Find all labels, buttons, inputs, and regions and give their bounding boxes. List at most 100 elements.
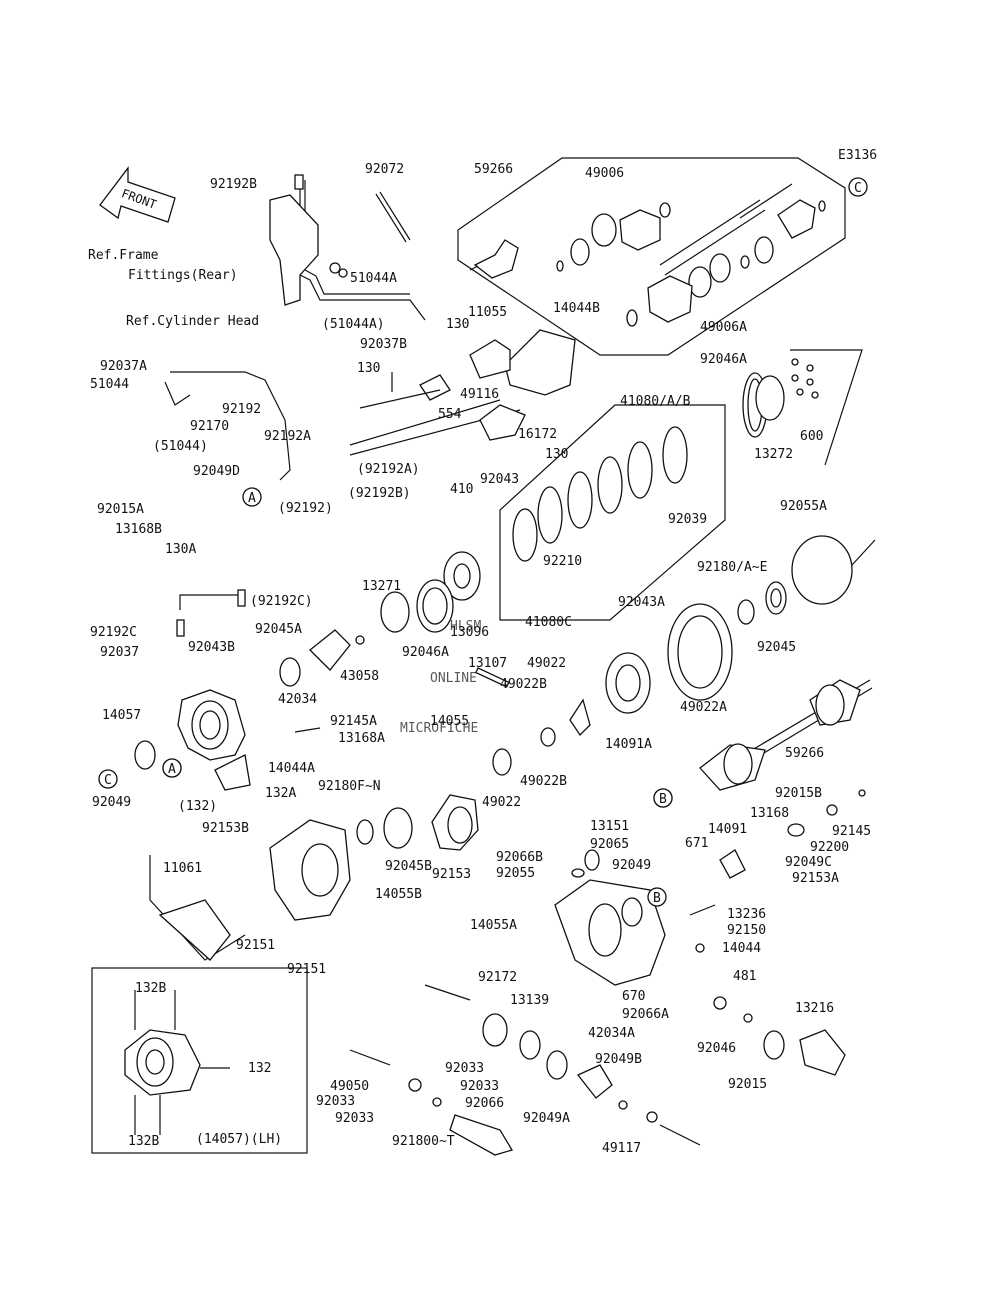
part-number-label: (92192) bbox=[278, 501, 333, 516]
part-number-label: 92145A bbox=[330, 714, 377, 729]
part-number-label: 92046 bbox=[697, 1041, 736, 1056]
part-number-label: 59266 bbox=[785, 746, 824, 761]
pinion-gear bbox=[380, 551, 510, 688]
part-number-label: (92192C) bbox=[250, 594, 313, 609]
ref-frame-line-2: Fittings(Rear) bbox=[128, 268, 238, 283]
axle-shaft-right bbox=[699, 679, 873, 791]
part-number-label: 410 bbox=[450, 482, 473, 497]
part-number-label: 92049A bbox=[523, 1111, 570, 1126]
part-number-label: 14044A bbox=[268, 761, 315, 776]
part-number-label: 51044A bbox=[350, 271, 397, 286]
part-number-label: 92039 bbox=[668, 512, 707, 527]
part-number-label: 13216 bbox=[795, 1001, 834, 1016]
part-number-label: 49006A bbox=[700, 320, 747, 335]
inset-lh-housing bbox=[91, 967, 308, 1154]
part-number-label: 132B bbox=[128, 1134, 159, 1149]
front-arrow-icon: FRONT bbox=[99, 166, 176, 223]
part-number-label: 42034A bbox=[588, 1026, 635, 1041]
part-number-label: (51044A) bbox=[322, 317, 385, 332]
part-number-label: 51044 bbox=[90, 377, 129, 392]
part-number-label: 92015 bbox=[728, 1077, 767, 1092]
part-number-label: 130 bbox=[446, 317, 469, 332]
part-number-label: 92033 bbox=[460, 1079, 499, 1094]
part-number-label: 92055A bbox=[780, 499, 827, 514]
part-number-label: 14091A bbox=[605, 737, 652, 752]
watermark-line-1: HLSM bbox=[450, 619, 481, 634]
part-number-label: 921800~T bbox=[392, 1134, 455, 1149]
part-number-label: 11055 bbox=[468, 305, 507, 320]
part-number-label: 49006 bbox=[585, 166, 624, 181]
part-number-label: 13236 bbox=[727, 907, 766, 922]
part-number-label: 14044 bbox=[722, 941, 761, 956]
part-number-label: 92033 bbox=[316, 1094, 355, 1109]
part-number-label: 49022A bbox=[680, 700, 727, 715]
part-number-label: 13096 bbox=[450, 625, 489, 640]
callout-letter: B bbox=[659, 792, 667, 807]
part-number-label: 92200 bbox=[810, 840, 849, 855]
part-number-label: 92153B bbox=[202, 821, 249, 836]
part-number-label: 670 bbox=[622, 989, 645, 1004]
part-number-label: 13168A bbox=[338, 731, 385, 746]
part-number-label: 92043 bbox=[480, 472, 519, 487]
part-number-label: 92066B bbox=[496, 850, 543, 865]
part-number-label: 13271 bbox=[362, 579, 401, 594]
part-number-label: 92065 bbox=[590, 837, 629, 852]
frame-bracket bbox=[269, 194, 348, 306]
part-number-label: 13168 bbox=[750, 806, 789, 821]
housing-cover bbox=[149, 807, 413, 961]
part-number-label: 92046A bbox=[402, 645, 449, 660]
part-number-label: 130 bbox=[357, 361, 380, 376]
callout-letter: A bbox=[168, 762, 176, 777]
part-number-label: 132 bbox=[248, 1061, 271, 1076]
part-number-label: 554 bbox=[438, 407, 462, 422]
part-number-label: 42034 bbox=[278, 692, 317, 707]
part-number-label: 13168B bbox=[115, 522, 162, 537]
part-number-label: 92046A bbox=[700, 352, 747, 367]
callout-marker: B bbox=[653, 788, 673, 808]
part-number-label: 92043B bbox=[188, 640, 235, 655]
part-number-label: 92180F~N bbox=[318, 779, 381, 794]
callout-marker: A bbox=[162, 758, 182, 778]
part-number-label: (132) bbox=[178, 799, 217, 814]
part-number-label: 92049C bbox=[785, 855, 832, 870]
part-number-label: 92055 bbox=[496, 866, 535, 881]
housing-main bbox=[554, 849, 666, 986]
driveshaft-group bbox=[457, 157, 846, 356]
part-number-label: 43058 bbox=[340, 669, 379, 684]
part-number-label: 92150 bbox=[727, 923, 766, 938]
part-number-label: 92049 bbox=[92, 795, 131, 810]
callout-letter: B bbox=[653, 891, 661, 906]
part-number-label: (92192A) bbox=[357, 462, 420, 477]
callout-marker: B bbox=[647, 887, 667, 907]
part-number-label: 92151 bbox=[236, 938, 275, 953]
part-number-label: 14055A bbox=[470, 918, 517, 933]
part-number-label: 13139 bbox=[510, 993, 549, 1008]
watermark: HLSM ONLINE MICROFICHE bbox=[400, 619, 481, 736]
part-number-label: (92192B) bbox=[348, 486, 411, 501]
part-number-label: 132B bbox=[135, 981, 166, 996]
flange bbox=[431, 698, 591, 851]
part-number-label: 600 bbox=[800, 429, 823, 444]
part-number-label: 92192A bbox=[264, 429, 311, 444]
watermark-line-2: ONLINE bbox=[430, 671, 477, 686]
part-number-label: 671 bbox=[685, 836, 708, 851]
part-number-label: 130 bbox=[545, 447, 568, 462]
part-number-label: 41080/A/B bbox=[620, 394, 691, 409]
part-number-label: 13107 bbox=[468, 656, 507, 671]
ring-gear bbox=[605, 581, 787, 714]
diagram-code: E3136 bbox=[838, 148, 877, 163]
shift-components bbox=[689, 789, 866, 1076]
part-number-label: 14055B bbox=[375, 887, 422, 902]
callout-layer: ACACABBB bbox=[98, 177, 868, 907]
part-number-label: 92210 bbox=[543, 554, 582, 569]
ref-frame-line-1: Ref.Frame bbox=[88, 248, 159, 263]
part-number-label: 49116 bbox=[460, 387, 499, 402]
part-number-label: 92045A bbox=[255, 622, 302, 637]
callout-letter: C bbox=[854, 181, 862, 196]
part-number-label: 92145 bbox=[832, 824, 871, 839]
part-number-label: 92037 bbox=[100, 645, 139, 660]
part-number-label: 14044B bbox=[553, 301, 600, 316]
part-number-label: (51044) bbox=[153, 439, 208, 454]
